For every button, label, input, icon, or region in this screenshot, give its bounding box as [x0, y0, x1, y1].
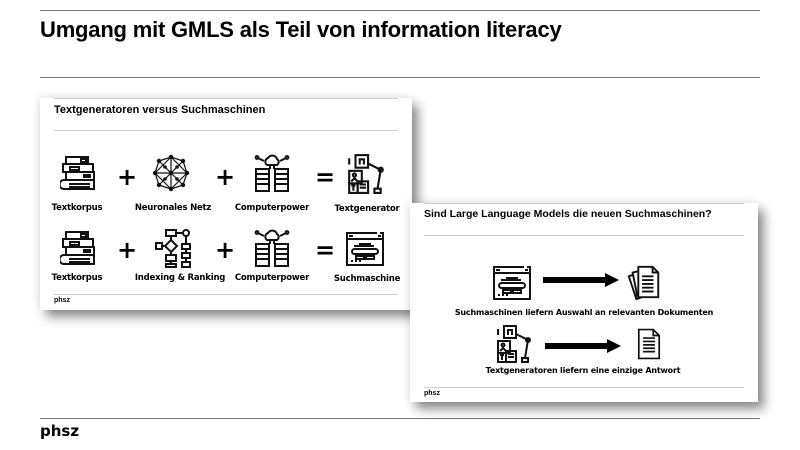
label-suchmaschine: Suchmaschine [333, 274, 401, 284]
equals-operator: = [315, 163, 336, 191]
single-document-icon [632, 327, 666, 361]
slide-textgeneratoren-vs-suchmaschinen: Textgeneratoren versus Suchmaschinen + +… [40, 98, 412, 310]
top-divider [40, 10, 760, 11]
slide-top-rule [424, 203, 744, 204]
slide-top-rule [54, 98, 398, 99]
slide-footer-logo: phsz [54, 297, 70, 304]
plus-operator: + [215, 163, 236, 191]
slide-title-rule [424, 235, 744, 236]
flowchart-icon [154, 228, 194, 268]
label-indexing-ranking: Indexing & Ranking [134, 273, 226, 283]
label-neuronales-netz: Neuronales Netz [134, 203, 212, 213]
slide-footer-logo: phsz [424, 390, 440, 397]
label-textkorpus: Textkorpus [51, 273, 103, 283]
slide-title: Textgeneratoren versus Suchmaschinen [54, 104, 266, 116]
robot-arm-icon [345, 153, 387, 195]
footer-logo: phsz [40, 422, 80, 440]
caption-textgeneratoren: Textgeneratoren liefern eine einzige Ant… [485, 366, 681, 375]
server-cloud-icon [252, 228, 292, 268]
neural-network-icon [151, 153, 191, 193]
multiple-documents-icon [625, 263, 663, 301]
slide-footer-rule [424, 387, 744, 388]
books-icon [60, 153, 100, 193]
arrow-right-icon [543, 273, 619, 287]
arrow-right-icon [545, 339, 621, 353]
page-title: Umgang mit GMLS als Teil von information… [40, 17, 562, 42]
bottom-divider [40, 418, 760, 419]
plus-operator: + [117, 236, 138, 264]
label-computerpower: Computerpower [234, 203, 310, 213]
slide-footer-rule [54, 294, 398, 295]
label-textkorpus: Textkorpus [51, 203, 103, 213]
search-engine-browser-icon [492, 263, 532, 303]
caption-suchmaschinen: Suchmaschinen liefern Auswahl an relevan… [454, 308, 714, 317]
books-icon [60, 228, 100, 268]
slide-llm-neue-suchmaschinen: Sind Large Language Models die neuen Suc… [410, 203, 758, 402]
plus-operator: + [117, 163, 138, 191]
slide-title: Sind Large Language Models die neuen Suc… [424, 208, 712, 220]
robot-arm-icon [494, 324, 534, 364]
slide-title-rule [54, 130, 398, 131]
search-engine-browser-icon [345, 229, 385, 269]
plus-operator: + [215, 236, 236, 264]
label-computerpower: Computerpower [234, 273, 310, 283]
equals-operator: = [315, 236, 336, 264]
label-textgenerator: Textgenerator [334, 204, 400, 214]
title-divider [40, 77, 760, 78]
server-cloud-icon [252, 153, 292, 193]
